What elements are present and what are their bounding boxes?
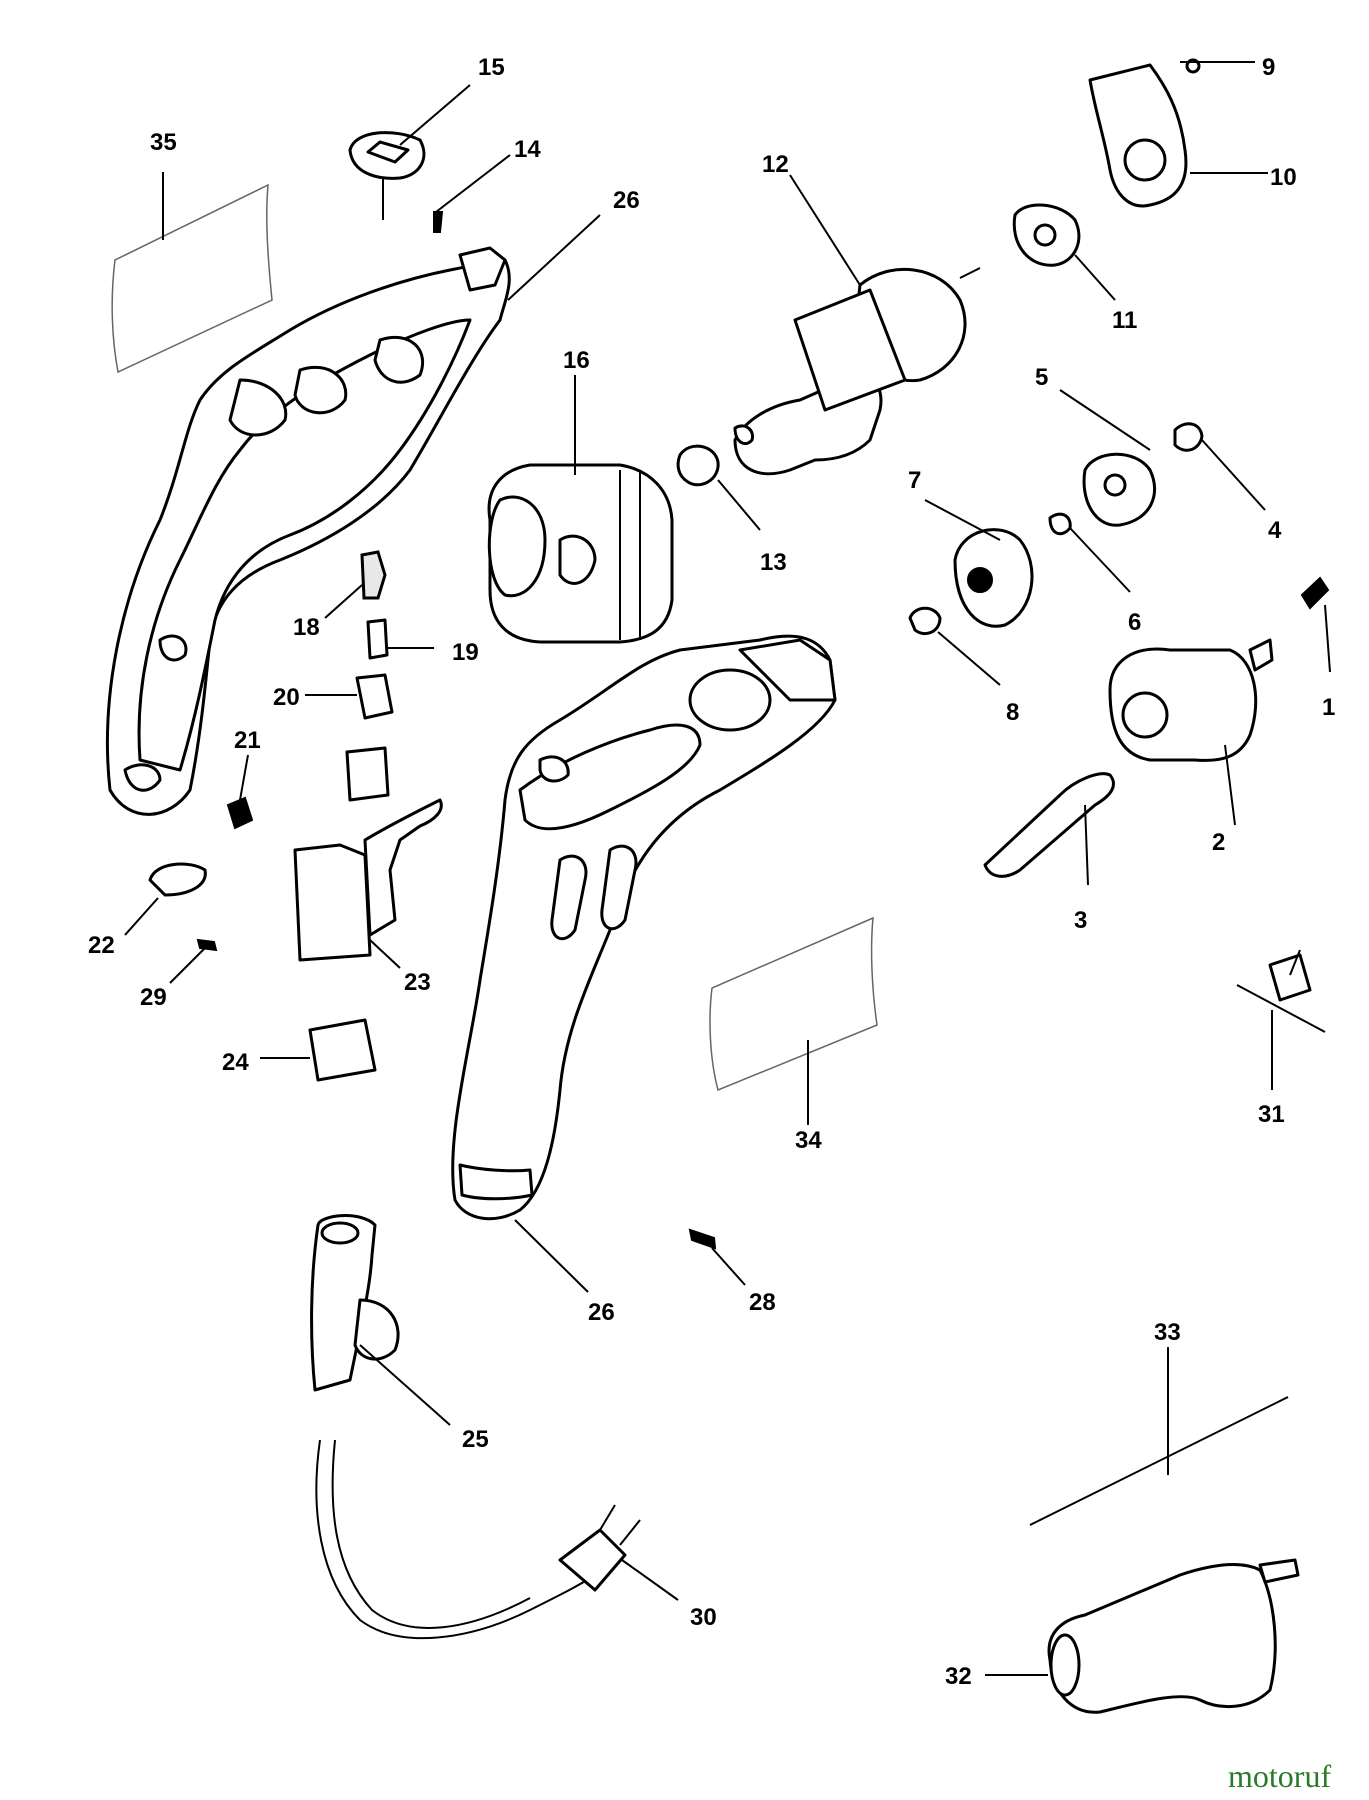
watermark-logo: motoruf — [1228, 1758, 1331, 1794]
callout-32: 32 — [945, 1663, 972, 1690]
screw-part-28 — [688, 1228, 717, 1250]
spindle-part-3 — [983, 772, 1115, 878]
callout-5: 5 — [1035, 364, 1048, 391]
label-sheet-35 — [111, 183, 273, 374]
bearing-part-13 — [676, 444, 720, 487]
switch-part-23 — [293, 798, 443, 962]
pin-part-14 — [433, 211, 444, 233]
callout-numbers: 1 2 3 4 5 6 7 8 9 10 11 12 13 14 15 16 1… — [88, 54, 1335, 1690]
label-sheet-34 — [709, 916, 878, 1092]
side-handle-part-25 — [310, 1214, 400, 1392]
callout-12: 12 — [762, 151, 789, 178]
callout-23: 23 — [404, 969, 431, 996]
switch-part-plate — [345, 746, 390, 802]
callout-35: 35 — [150, 129, 177, 156]
callout-4: 4 — [1268, 517, 1282, 544]
bushing-part-8 — [908, 606, 942, 635]
chuck-key-part-31 — [1236, 949, 1326, 1033]
callout-13: 13 — [760, 549, 787, 576]
callout-8: 8 — [1006, 699, 1019, 726]
callout-26-bottom: 26 — [588, 1299, 615, 1326]
parts-drawings — [105, 58, 1330, 1714]
screw-part-1 — [1300, 576, 1330, 610]
callout-24: 24 — [222, 1049, 249, 1076]
power-cord-part-30 — [315, 1439, 641, 1640]
armature-part-12 — [733, 267, 981, 476]
leader-lines — [124, 61, 1331, 1676]
depth-rod-part-33 — [1029, 1396, 1289, 1526]
washer-part-6 — [1048, 512, 1072, 536]
callout-7: 7 — [908, 467, 921, 494]
bracket-part-10 — [1088, 63, 1188, 208]
callout-18: 18 — [293, 614, 320, 641]
callout-26-top: 26 — [613, 187, 640, 214]
callout-1: 1 — [1322, 694, 1335, 721]
aux-handle-part-32 — [1047, 1558, 1300, 1714]
callout-34: 34 — [795, 1127, 822, 1154]
switch-part-19 — [366, 618, 389, 660]
callout-31: 31 — [1258, 1101, 1285, 1128]
switch-part-20 — [355, 673, 394, 720]
right-housing-part — [451, 634, 837, 1221]
callout-3: 3 — [1074, 907, 1087, 934]
callout-20: 20 — [273, 684, 300, 711]
ring-part-4 — [1173, 422, 1204, 452]
stator-part-16 — [487, 463, 674, 644]
callout-33: 33 — [1154, 1319, 1181, 1346]
callout-28: 28 — [749, 1289, 776, 1316]
callout-29: 29 — [140, 984, 167, 1011]
gear-part-7 — [953, 528, 1034, 628]
clip-part-21 — [226, 796, 254, 830]
callout-11: 11 — [1112, 307, 1137, 334]
chuck-part-2 — [1108, 638, 1274, 762]
brush-part-24 — [308, 1018, 377, 1082]
callout-9: 9 — [1262, 54, 1275, 81]
callout-21: 21 — [234, 727, 261, 754]
callout-15: 15 — [478, 54, 505, 81]
callout-10: 10 — [1270, 164, 1297, 191]
callout-25: 25 — [462, 1426, 489, 1453]
callout-14: 14 — [514, 136, 541, 163]
bearing-part-11 — [1012, 203, 1081, 267]
left-housing-part — [105, 246, 511, 816]
cable-clamp-part-22 — [148, 862, 207, 897]
knob-part-15 — [348, 131, 426, 220]
callout-30: 30 — [690, 1604, 717, 1631]
callout-6: 6 — [1128, 609, 1141, 636]
bearing-part-5 — [1082, 452, 1156, 527]
callout-19: 19 — [452, 639, 479, 666]
callout-2: 2 — [1212, 829, 1225, 856]
callout-16: 16 — [563, 347, 590, 374]
switch-part-18 — [360, 550, 387, 600]
screw-part-29 — [196, 938, 218, 952]
callout-22: 22 — [88, 932, 115, 959]
